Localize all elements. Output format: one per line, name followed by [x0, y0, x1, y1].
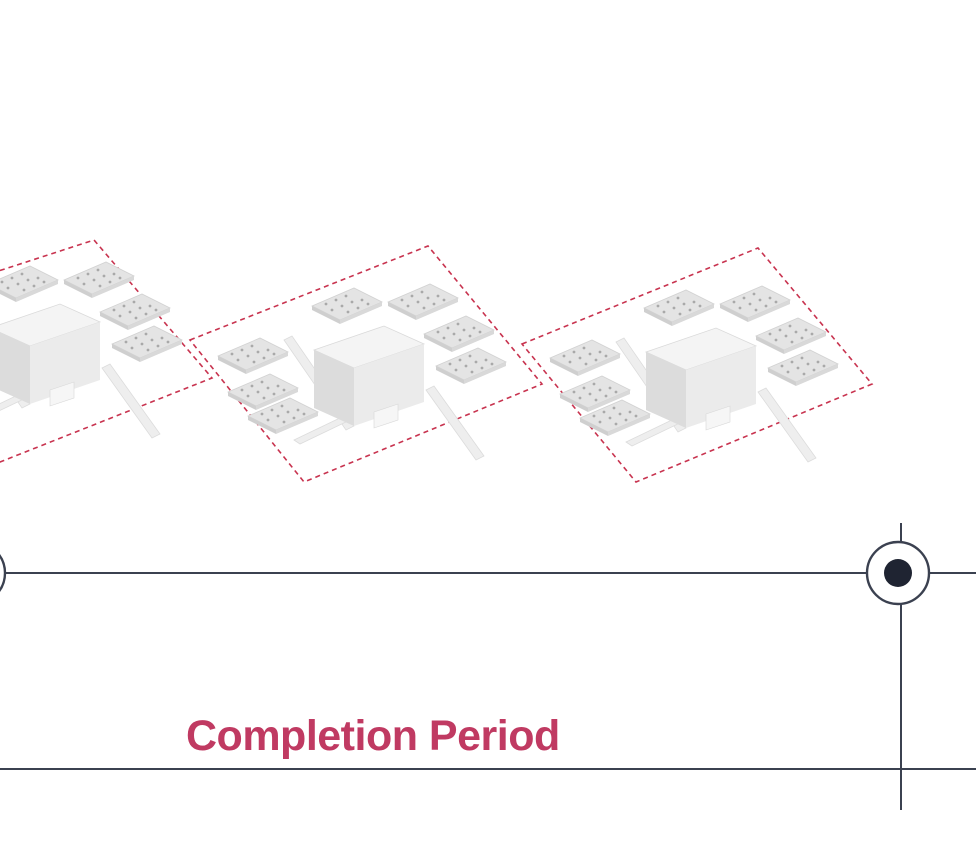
target-node-icon	[865, 540, 931, 606]
stage-2-boundary	[188, 245, 544, 483]
stage-3-boundary	[520, 247, 874, 483]
target-node-icon	[0, 554, 7, 592]
stage-3-massing	[550, 286, 838, 462]
stage-1-massing	[0, 262, 182, 438]
stage-1	[0, 239, 214, 463]
period-label: Completion Period	[186, 712, 560, 760]
stage-3	[520, 247, 874, 483]
stage-2	[188, 245, 544, 483]
stage-1-boundary	[0, 239, 214, 463]
stage-2-massing	[218, 284, 506, 460]
